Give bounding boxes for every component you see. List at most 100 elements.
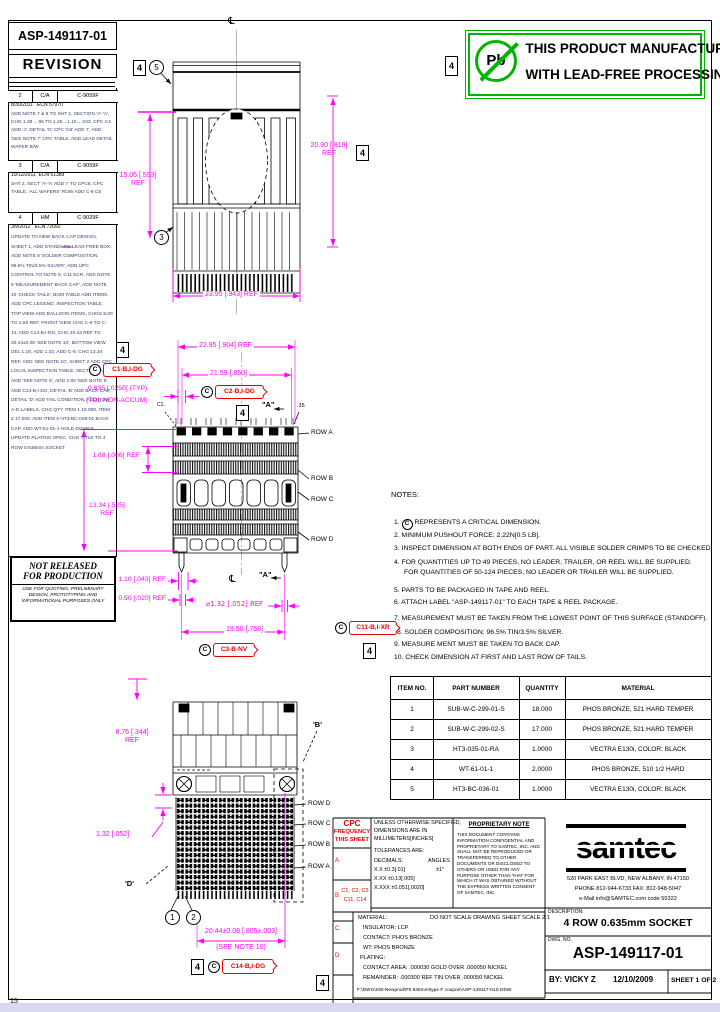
row-a-label-bottom: ROW A: [308, 863, 330, 870]
sheet-scale: SHEET SCALE 2:1: [502, 915, 550, 921]
dim-bottom-span: 20.44±0.08 [.805±.003]: [205, 928, 277, 935]
critical-dim-icon: C: [89, 364, 101, 376]
rev-description: SHT 2, SECT 'A'-'A' ADD 'I' TO CPC8, CPC…: [11, 182, 104, 196]
rev-number: 4: [8, 213, 33, 224]
dim-tail-1: 1.10 [.043] REF: [118, 576, 166, 583]
dim-row-spacing: 1.68 [.066] REF: [92, 452, 140, 459]
rev-approver: C/A: [33, 91, 58, 102]
dim-tail-2: 0.50 [.020] REF: [118, 595, 166, 602]
leadfree-pb-icon: Pb: [475, 40, 519, 82]
cpc-row-d: D: [335, 953, 340, 959]
note4-flag-banner: 4: [445, 56, 458, 76]
c1-ref-label: C1.: [157, 402, 165, 408]
material-label: MATERIAL:: [358, 915, 388, 921]
rev-date: 8/30/2011 ECN 57970: [11, 102, 63, 108]
cpc-row-c: C: [335, 926, 340, 932]
tol-decimals: DECIMALS:: [374, 858, 404, 864]
note-4b: FOR QUANTITIES OF 50-124 PIECES, NO LEAD…: [404, 569, 674, 576]
cpc-flag-c1: C1-B,I-DG: [103, 363, 152, 377]
description-value: 4 ROW 0.635mm SOCKET: [563, 917, 693, 929]
dim-span: 19.50 [.768]: [224, 626, 265, 634]
row-d-label-bottom: ROW D: [308, 800, 331, 807]
critical-dim-icon: C: [401, 519, 413, 530]
tol-line2: DIMENSIONS ARE IN: [374, 828, 428, 834]
table-row: 1 SUB-W-C-299-01-S 18.000 PHOS BRONZE, 5…: [391, 699, 711, 720]
dim-pitch-tol: (TOL NON-ACCUM): [86, 397, 148, 404]
note4-flag-c14: 4: [191, 959, 204, 975]
rev-description: ADD NOTE 7 & 8 TO SHT 2, SECTION 'A'-'A'…: [11, 112, 113, 150]
dim-body-height: 13.34 [.525]REF: [89, 502, 125, 517]
material-wt: WT: PHOS BRONZE: [363, 945, 415, 951]
table-row: 3 HT3-035-01-RA 1.0000 VECTRA E130i, COL…: [391, 739, 711, 760]
cpc-flag-c2: C2-B,I-DG: [215, 385, 264, 399]
note4-flag-cpc: 4: [316, 975, 329, 991]
leadfree-inner-border: [468, 33, 702, 96]
doc-number-box: ASP-149117-01: [8, 22, 117, 50]
not-released-line1: NOT RELEASED: [29, 561, 97, 571]
proprietary-title: PROPRIETARY NOTE: [468, 822, 530, 828]
table-row: 2 SUB-W-C-299-02-S 17.000 PHOS BRONZE, 5…: [391, 719, 711, 740]
not-released-body: USE FOR QUOTING, PRELIMINARY DESIGN, PRO…: [21, 587, 105, 605]
revision-box: REVISION: [8, 54, 117, 78]
note-7: 7. MEASUREMENT MUST BE TAKEN FROM THE LO…: [394, 615, 708, 622]
revision-title: REVISION: [22, 56, 103, 73]
samtec-address: 520 PARK EAST BLVD, NEW ALBANY, IN 47150: [566, 876, 690, 882]
cpc-row-b-items-2: C11, C14: [343, 897, 367, 903]
tol-t2: X.XX ±0.13[.005]: [374, 876, 415, 882]
note-5: 5. PARTS TO BE PACKAGED IN TAPE AND REEL…: [394, 587, 550, 594]
note-6: 6. ATTACH LABEL "ASP-149117-01" TO EACH …: [394, 599, 618, 606]
bottom-edge-strip: [0, 1003, 720, 1012]
note4-flag-midview1: 4: [116, 342, 129, 358]
cpc-row-b-items-1: C1, C2, C3: [341, 888, 369, 894]
leadfree-line2: WITH LEAD-FREE PROCESSING: [525, 66, 720, 82]
rev-approver: C/A: [33, 161, 58, 172]
drawing-date: 12/10/2009: [613, 975, 654, 984]
table-row: 4 WT-61-01-1 2.0000 PHOS BRONZE, 510 1/2…: [391, 759, 711, 780]
critical-dim-icon: C: [199, 644, 211, 656]
logo-stripe: [566, 845, 686, 848]
material-contact: CONTACT: PHOS BRONZE: [363, 935, 433, 941]
note-4a: 4. FOR QUANTITIES UP TO 49 PIECES, NO LE…: [394, 559, 692, 566]
note-2: 2. MINIMUM PUSHOUT FORCE: 2.22N[0.5 LB].: [394, 532, 541, 539]
dim-tail-3: ⌀1.32 [.052] REF: [206, 600, 263, 608]
cpc-title-3: THIS SHEET: [334, 837, 370, 843]
not-released-line2: FOR PRODUCTION: [23, 571, 103, 582]
note-9: 9. MEASURE MENT MUST BE TAKEN TO BACK CA…: [394, 641, 561, 648]
samtec-logo: samtec: [566, 824, 686, 872]
plating-contact-area: CONTACT AREA: .000030 GOLD OVER .000050 …: [363, 965, 508, 971]
revision-row-header: 2 C/A C-9059F: [8, 90, 118, 103]
detail-d-label: 'D': [125, 879, 134, 888]
cpc-row-b: B: [335, 893, 340, 899]
samtec-phone-fax: PHONE 812-944-6733 FAX: 812-948-5047: [574, 886, 682, 892]
doc-number: ASP-149117-01: [18, 29, 107, 43]
tol-line1: UNLESS OTHERWISE SPECIFIED,: [374, 820, 462, 826]
note4-flag-dim2080: 4: [356, 145, 369, 161]
note-1: 1. C REPRESENTS A CRITICAL DIMENSION.: [394, 519, 541, 530]
cpc-title-2: FREQUENCY: [333, 829, 371, 835]
samtec-email-code: e-Mail info@SAMTEC.com code 55322: [579, 896, 677, 902]
proprietary-body: THIS DOCUMENT CONTAINS INFORMATION CONFI…: [457, 832, 540, 895]
parts-table-header: ITEM NO. PART NUMBER QUANTITY MATERIAL: [391, 677, 711, 700]
drawn-by: BY: VICKY Z: [549, 975, 596, 984]
note4-flag-topview: 4: [133, 60, 146, 76]
note-8: 8. SOLDER COMPOSITION; 96.5% TIN/3.5% SI…: [397, 629, 564, 636]
section-a-label: "A": [262, 400, 275, 409]
cpc-flag-c3: C3-B-NV: [213, 643, 255, 657]
sheet-number: SHEET 1 OF 2: [671, 977, 717, 984]
dim-pitch: 0.635 [.0250] (TYP): [88, 385, 148, 392]
tol-t3: X.XXX ±0.051[.0020]: [374, 885, 425, 891]
critical-dim-icon: C: [335, 622, 347, 634]
tol-line3: MILLIMETERS[INCHES]: [374, 836, 434, 842]
dim-top-overall: 23.95 [.943] REF: [203, 291, 260, 299]
critical-dim-icon: C: [201, 386, 213, 398]
cpc-flag-c11: C11-B,I-XR: [349, 621, 397, 635]
row-b-label: ROW B: [311, 475, 334, 482]
balloon-2: 2: [186, 910, 201, 925]
dim-top-width: 20.80 [.819]REF: [310, 142, 348, 157]
dwg-no-value: ASP-149117-01: [572, 945, 684, 962]
leadfree-banner: Pb THIS PRODUCT MANUFACTURED WITH LEAD-F…: [465, 30, 720, 99]
parts-table: ITEM NO. PART NUMBER QUANTITY MATERIAL 1…: [390, 676, 712, 800]
row-d-label: ROW D: [311, 536, 334, 543]
edge-page-number: 15: [10, 998, 18, 1005]
do-not-scale: DO NOT SCALE DRAWING: [430, 915, 500, 921]
